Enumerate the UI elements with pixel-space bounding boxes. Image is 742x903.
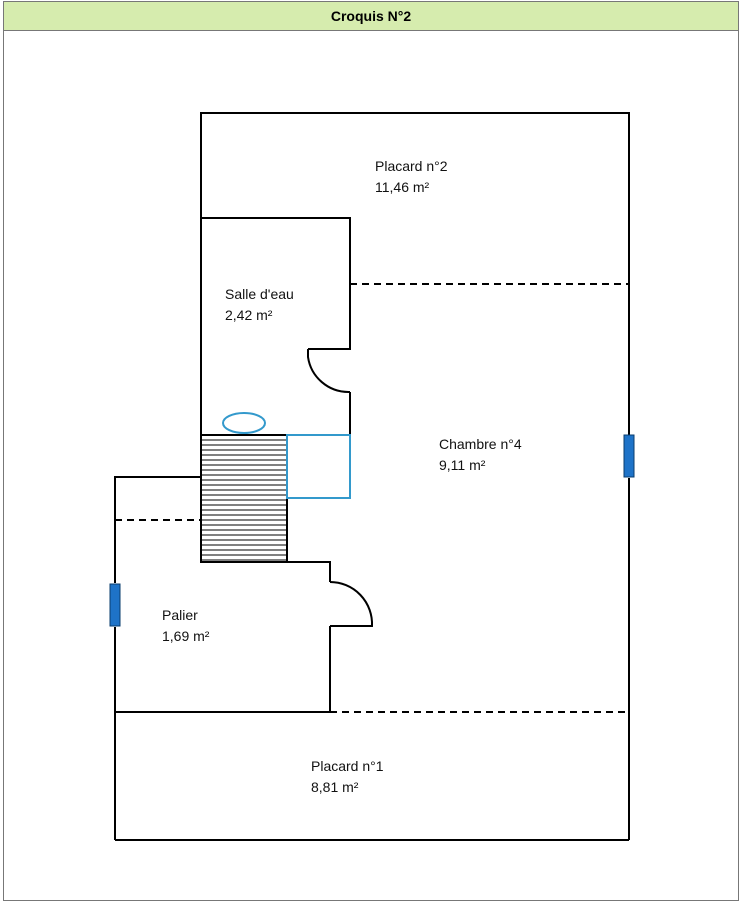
- stair-block: [200, 434, 288, 563]
- room-name-placard2: Placard n°2: [375, 158, 448, 174]
- stair-treads: [201, 439, 287, 561]
- wall-salle-deau-top: [201, 217, 351, 350]
- room-area-chambre4: 9,11 m²: [439, 457, 486, 473]
- room-area-placard2: 11,46 m²: [375, 179, 430, 195]
- room-area-salle-deau: 2,42 m²: [225, 307, 273, 323]
- wall-palier-top: [201, 561, 331, 582]
- washbasin-icon: [222, 412, 266, 434]
- window-right-icon: [623, 434, 635, 478]
- room-name-salle-deau: Salle d'eau: [225, 286, 294, 302]
- shower-tray-icon: [286, 434, 351, 499]
- room-area-placard1: 8,81 m²: [311, 779, 359, 795]
- walls: [114, 112, 630, 841]
- wall-left-wing-top: [114, 476, 201, 583]
- room-name-palier: Palier: [162, 607, 198, 623]
- wall-outer-top: [200, 112, 630, 435]
- door-salle-deau: [307, 349, 350, 394]
- dashed-separators: [115, 283, 629, 713]
- doors: [307, 349, 374, 627]
- sketch-title: Croquis N°2: [330, 8, 412, 24]
- sketch-title-bar: Croquis N°2: [4, 2, 738, 31]
- windows: [109, 434, 635, 627]
- window-left-icon: [109, 583, 121, 627]
- room-name-chambre4: Chambre n°4: [439, 436, 522, 452]
- room-labels: Placard n°2 11,46 m² Salle d'eau 2,42 m²…: [162, 158, 522, 795]
- door-palier: [329, 580, 374, 627]
- sketch-frame: Croquis N°2: [3, 1, 739, 901]
- bathroom-fixtures: [222, 412, 351, 499]
- room-name-placard1: Placard n°1: [311, 758, 384, 774]
- room-area-palier: 1,69 m²: [162, 628, 210, 644]
